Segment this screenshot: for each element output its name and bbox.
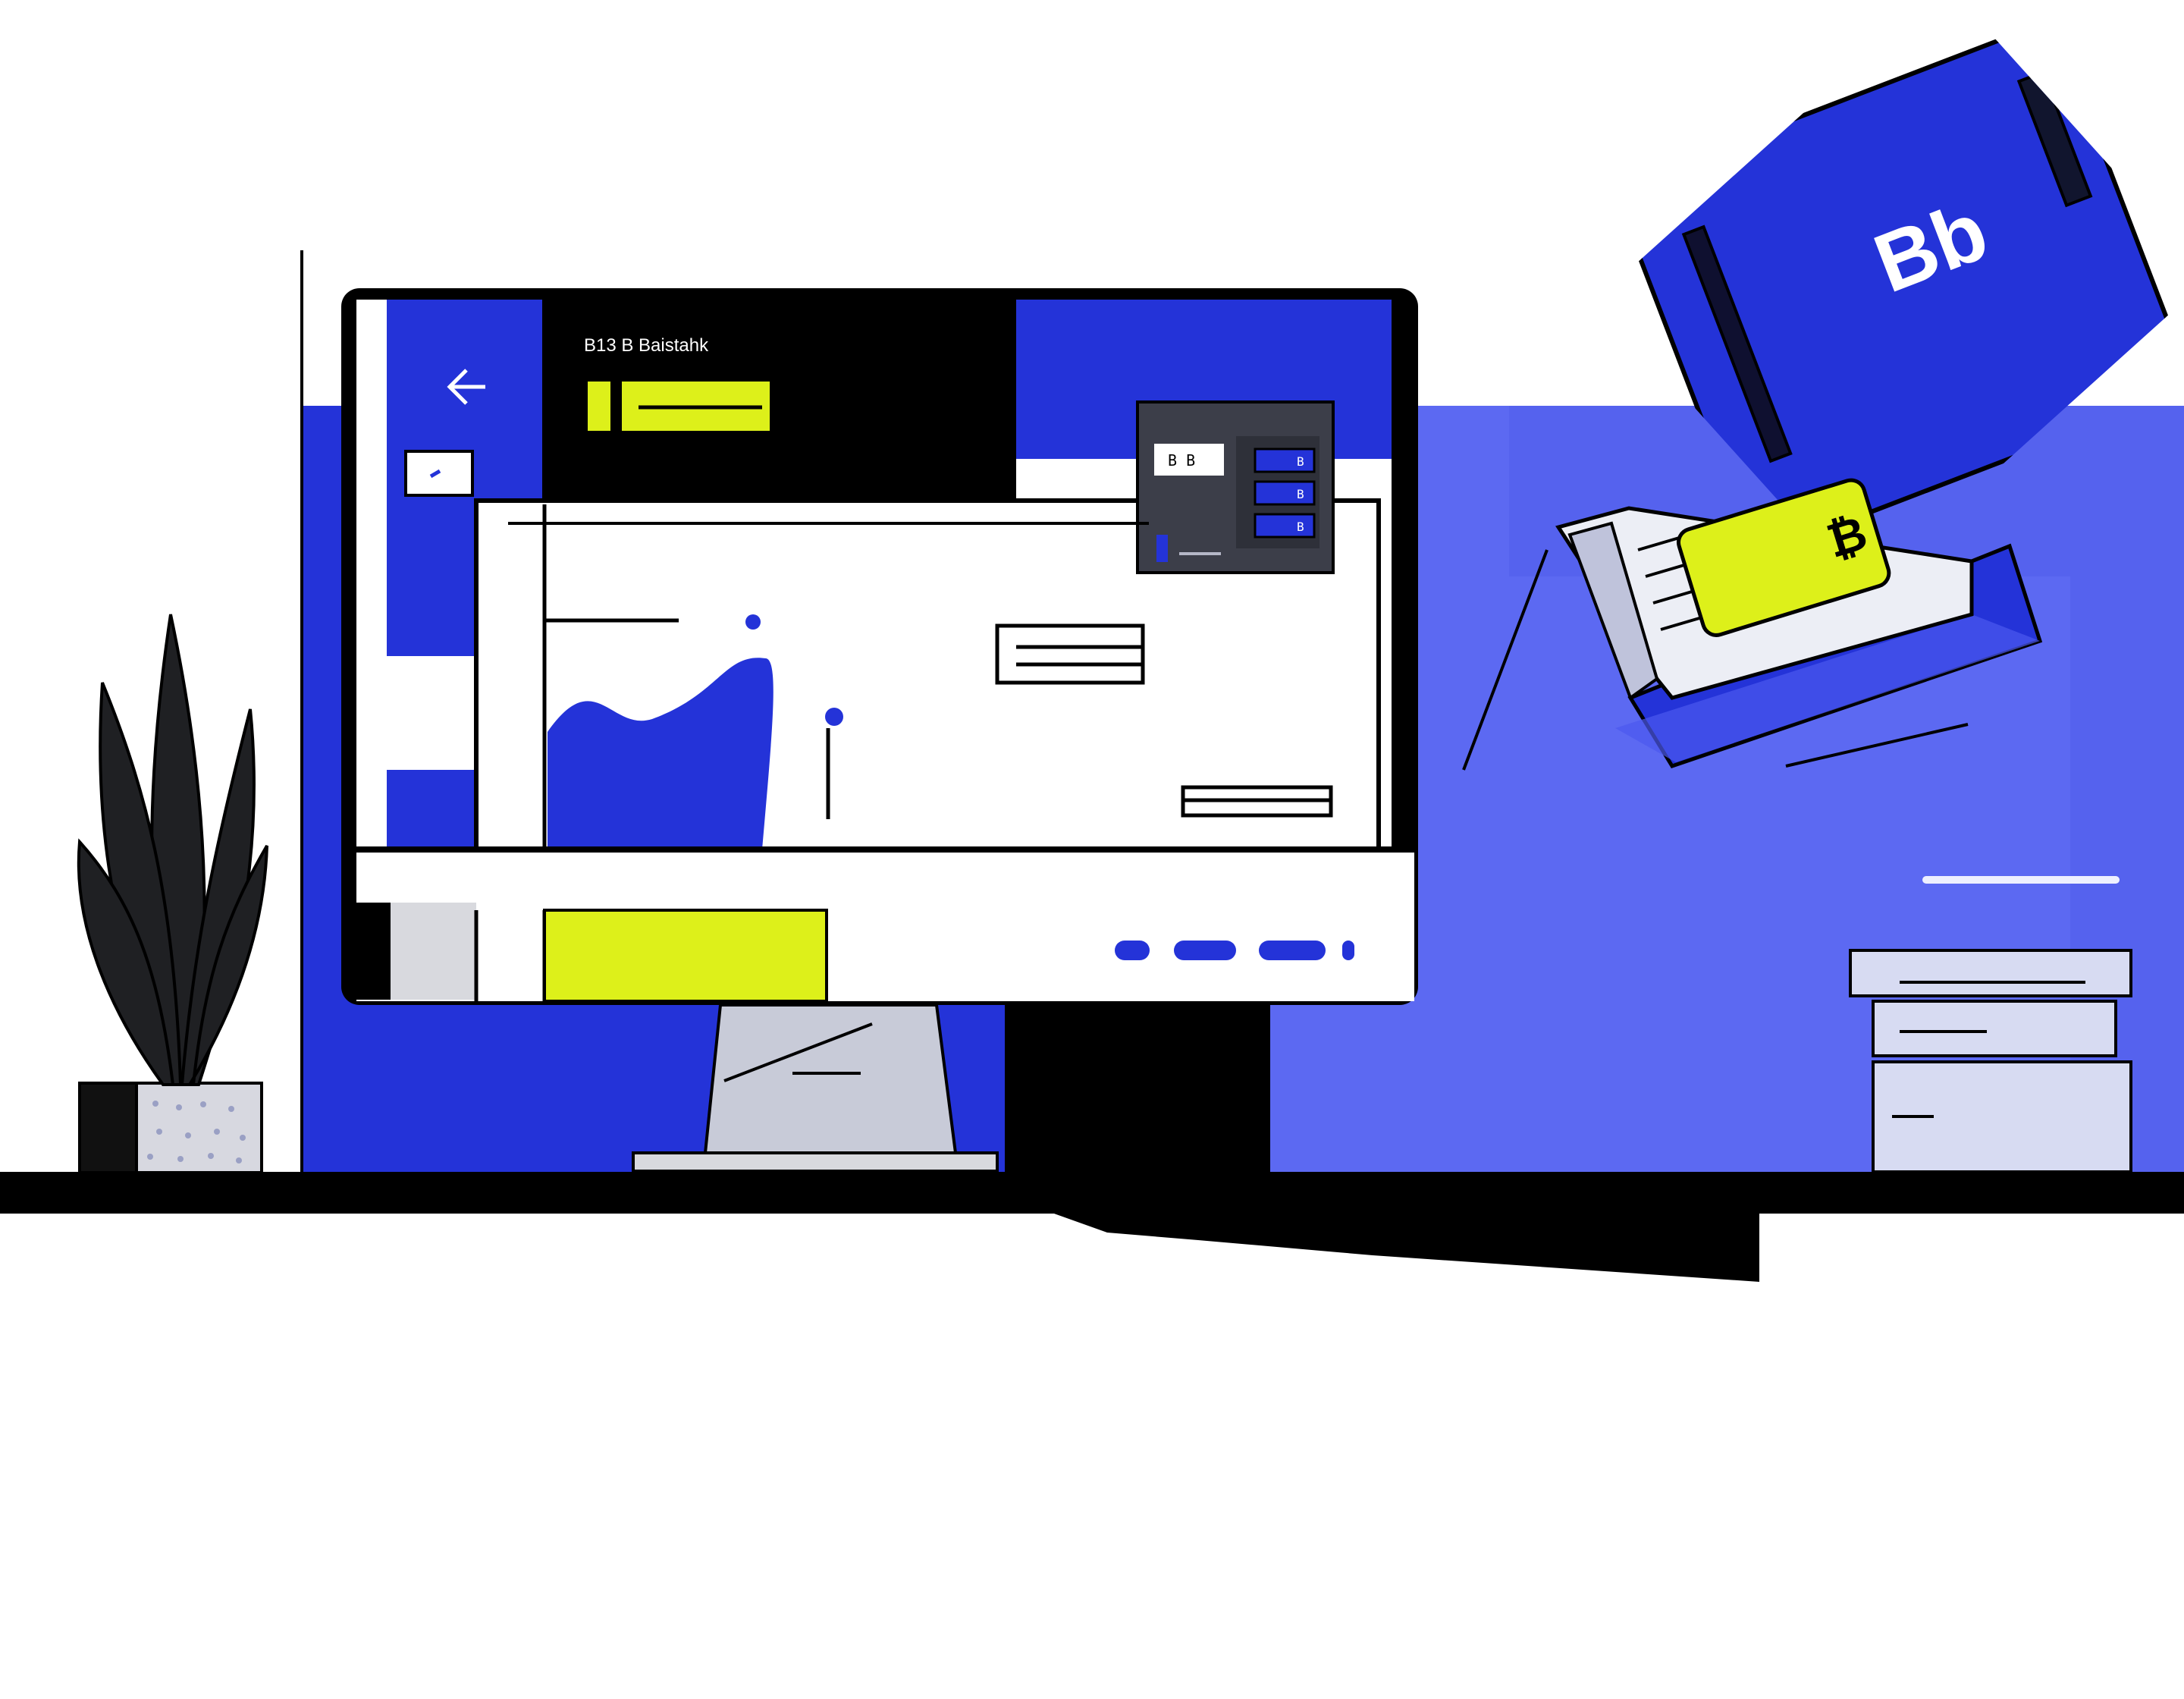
wallet-cover-strap xyxy=(1681,225,1793,463)
monitor-stand-base xyxy=(632,1151,999,1173)
desk xyxy=(0,1172,2184,1282)
wallet-page-shadow xyxy=(1567,521,1659,701)
screen-sidebar-small-card-mark xyxy=(429,469,441,479)
wallet-shadow-line-2 xyxy=(1785,723,1969,768)
screen-mini-panel-blue-2 xyxy=(1254,480,1316,506)
monitor-bottom-dot-2 xyxy=(1174,941,1236,960)
monitor-bottom-left-black xyxy=(356,903,391,1000)
plant-pot-dots xyxy=(147,1101,246,1164)
screen-mini-panel-stack-label-2: B xyxy=(1297,487,1304,501)
chart-area-shape xyxy=(548,658,774,850)
plant-icon xyxy=(77,614,268,1174)
screen-top-black-panel xyxy=(542,297,1016,502)
monitor-bottom-dot-4 xyxy=(1342,941,1354,960)
monitor-bottom-yellow xyxy=(543,909,828,1003)
chart-point-right xyxy=(825,708,843,726)
screen-mini-panel-small-blue xyxy=(1156,535,1168,562)
screen-mini-panel-stack-label-3: B xyxy=(1297,520,1304,534)
screen-mini-panel-blue-3 xyxy=(1254,513,1316,539)
coin-card-icon xyxy=(1677,478,1891,637)
wallet-base-shadow xyxy=(1615,614,2040,762)
wallet-shadow-line-1 xyxy=(1462,549,1549,771)
screen-mini-panel-blue-1 xyxy=(1254,448,1316,473)
screen-info-box-1 xyxy=(995,623,1145,685)
monitor-bottom-gray xyxy=(391,903,476,1000)
book-stack-middle xyxy=(1872,1000,2117,1057)
monitor-stand-neck xyxy=(703,1003,958,1154)
desk-shadow-shape xyxy=(1054,1214,1759,1282)
plant-pot-black xyxy=(78,1082,140,1174)
monitor-bottom-bar xyxy=(356,850,1414,1001)
book-stack-top xyxy=(1849,949,2132,997)
monitor-stand-black-back xyxy=(1005,1005,1270,1172)
monitor: B13 B Baistahk B B B B B xyxy=(341,288,1418,1173)
screen-header-yellow-icon xyxy=(588,382,610,431)
screen-mini-panel-stack-label-1: B xyxy=(1297,454,1304,469)
plant-pot-gray xyxy=(135,1082,263,1174)
monitor-bottom-dot-3 xyxy=(1259,941,1326,960)
screen-mini-panel-label: B B xyxy=(1168,451,1195,470)
screen-left-sidebar-white-block xyxy=(387,656,476,770)
back-arrow-icon xyxy=(447,369,468,405)
monitor-stand-shade-1 xyxy=(723,1022,873,1082)
screen-header-text: B13 B Baistahk xyxy=(584,335,709,356)
screen-mini-panel-white-box xyxy=(1154,444,1224,476)
monitor-bottom-dot-1 xyxy=(1115,941,1150,960)
chart-point-top xyxy=(745,614,761,630)
desk-top-black xyxy=(0,1172,2184,1214)
wallet-icon: Bb ₿ xyxy=(1462,26,2184,771)
book-stack-icon xyxy=(1849,876,2132,1173)
